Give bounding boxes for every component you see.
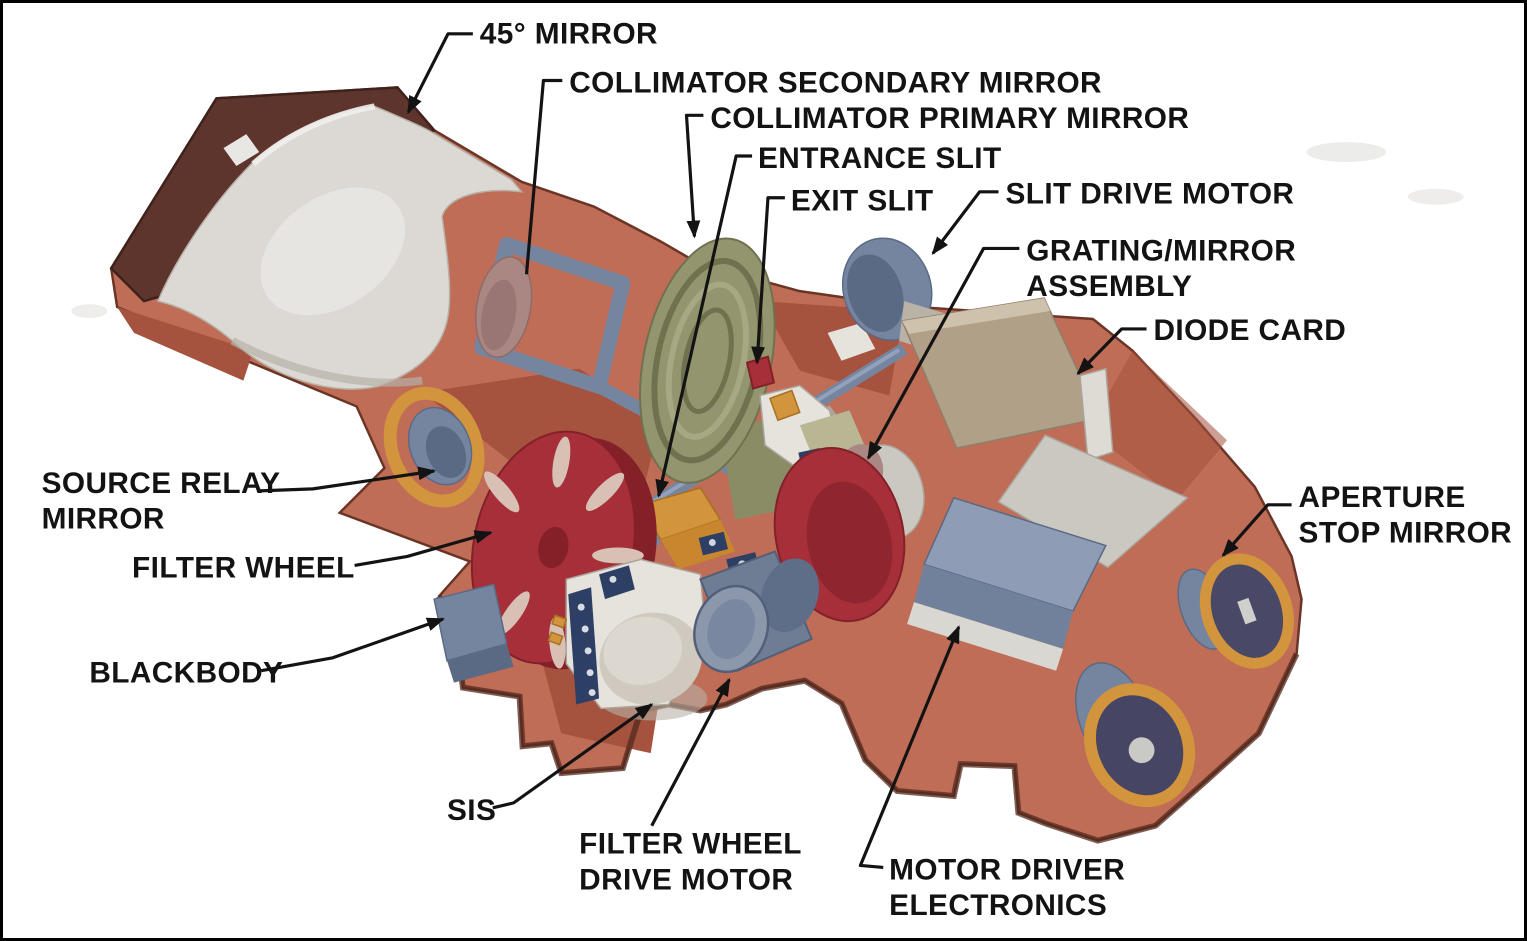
label-collimator-primary-mirror: COLLIMATOR PRIMARY MIRROR [710,102,1189,135]
collimator-secondary-mirror-part [474,236,735,476]
fold-mirror-part [1075,662,1196,808]
label-blackbody: BLACKBODY [89,657,283,690]
diode-card-part [901,297,1114,462]
leader-slit-drive-motor [931,190,999,255]
label-filter-wheel: FILTER WHEEL [132,551,355,584]
label-mirror-45: 45° MIRROR [480,18,658,51]
label-diode-card: DIODE CARD [1153,314,1346,347]
leader-collimator-secondary-mirror [524,78,563,275]
label-slit-drive-motor: SLIT DRIVE MOTOR [1005,178,1294,211]
sis-part [547,558,708,721]
base-plate [997,434,1189,569]
callout-labels: 45° MIRROR COLLIMATOR SECONDARY MIRRORCOL… [42,18,1512,922]
leader-collimator-primary-mirror [684,113,704,239]
label-collimator-secondary-mirror: COLLIMATOR SECONDARY MIRROR [569,66,1102,99]
exit-slit-blade [745,355,776,390]
leader-mirror-45 [406,32,473,115]
source-relay-mirror-part [383,386,485,508]
leader-filter-wheel [354,530,493,567]
instrument-diagram: 45° MIRROR COLLIMATOR SECONDARY MIRRORCOL… [42,18,1512,922]
leader-diode-card [1076,327,1147,376]
label-entrance-slit: ENTRANCE SLIT [758,142,1002,175]
blackbody-part [433,583,514,683]
leader-entrance-slit [655,154,753,498]
scan-noise [71,142,1464,318]
leader-lines [259,32,1292,870]
leader-motor-driver-electronics [858,625,961,870]
motor-driver-electronics-part [907,496,1107,671]
label-exit-slit: EXIT SLIT [791,185,934,218]
filter-wheel-drive-motor-part [693,550,819,674]
45-degree-mirror-assembly [109,86,524,390]
aperture-stop-mirror-part [1177,553,1294,669]
leader-sis [492,703,654,810]
leader-filter-wheel-drive-motor [650,677,731,827]
leader-blackbody [260,617,445,673]
leader-grating-mirror-assembly [866,246,1020,460]
leader-exit-slit [751,196,785,365]
leader-aperture-stop-mirror [1221,503,1292,557]
leader-source-relay-mirror [259,466,437,493]
label-sis: SIS [447,794,496,827]
mirror-plate-hole [223,134,260,166]
